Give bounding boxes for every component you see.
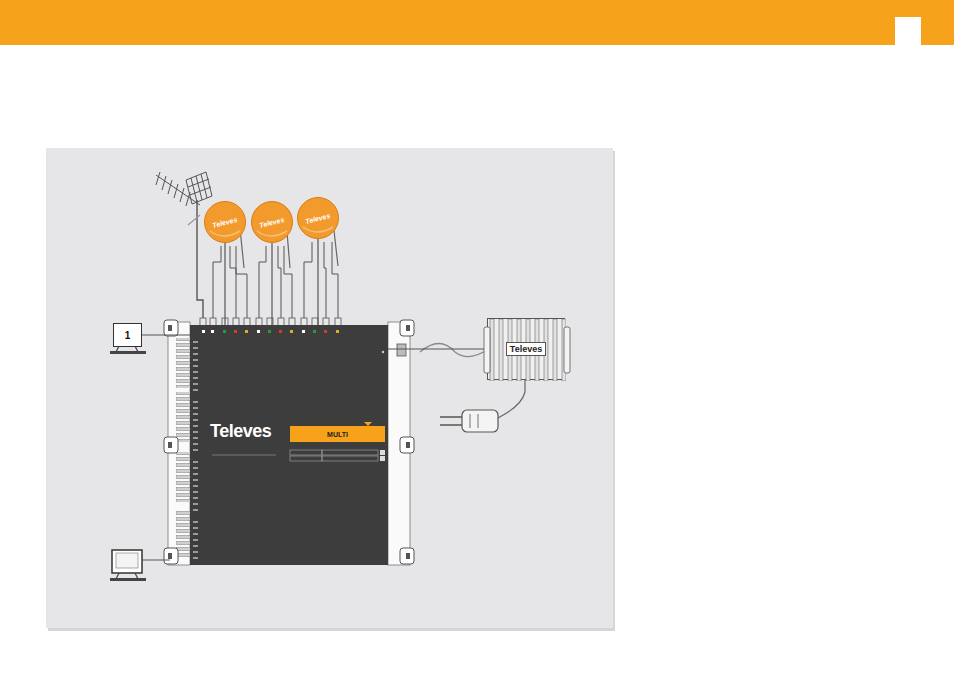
panel bbox=[46, 148, 613, 628]
cable bbox=[271, 243, 272, 325]
brand-label: Televes bbox=[506, 342, 546, 356]
callout-number: 1 bbox=[125, 330, 131, 341]
terrestrial-antenna bbox=[156, 172, 212, 320]
cable bbox=[142, 334, 190, 335]
brand-logo: Televes bbox=[210, 421, 271, 442]
lnb-cables bbox=[213, 242, 338, 320]
header-bar bbox=[0, 0, 954, 45]
satellite-dish: Televes bbox=[251, 201, 293, 243]
cable bbox=[317, 239, 318, 325]
mounting-rails bbox=[164, 320, 414, 565]
page-tab bbox=[895, 17, 921, 45]
satellite-dish: Televes bbox=[204, 201, 246, 243]
power-supply: Televes bbox=[487, 318, 565, 380]
multiswitch: Televes MULTI bbox=[190, 325, 388, 565]
cable bbox=[224, 243, 225, 325]
shape-outline bbox=[190, 325, 388, 565]
cable bbox=[388, 348, 487, 349]
satellite-dish: Televes bbox=[297, 197, 339, 239]
tv-screen: 1 bbox=[113, 323, 142, 347]
tv-sets bbox=[110, 346, 170, 581]
model-name: MULTI bbox=[327, 431, 348, 438]
model-band: MULTI bbox=[290, 426, 385, 442]
